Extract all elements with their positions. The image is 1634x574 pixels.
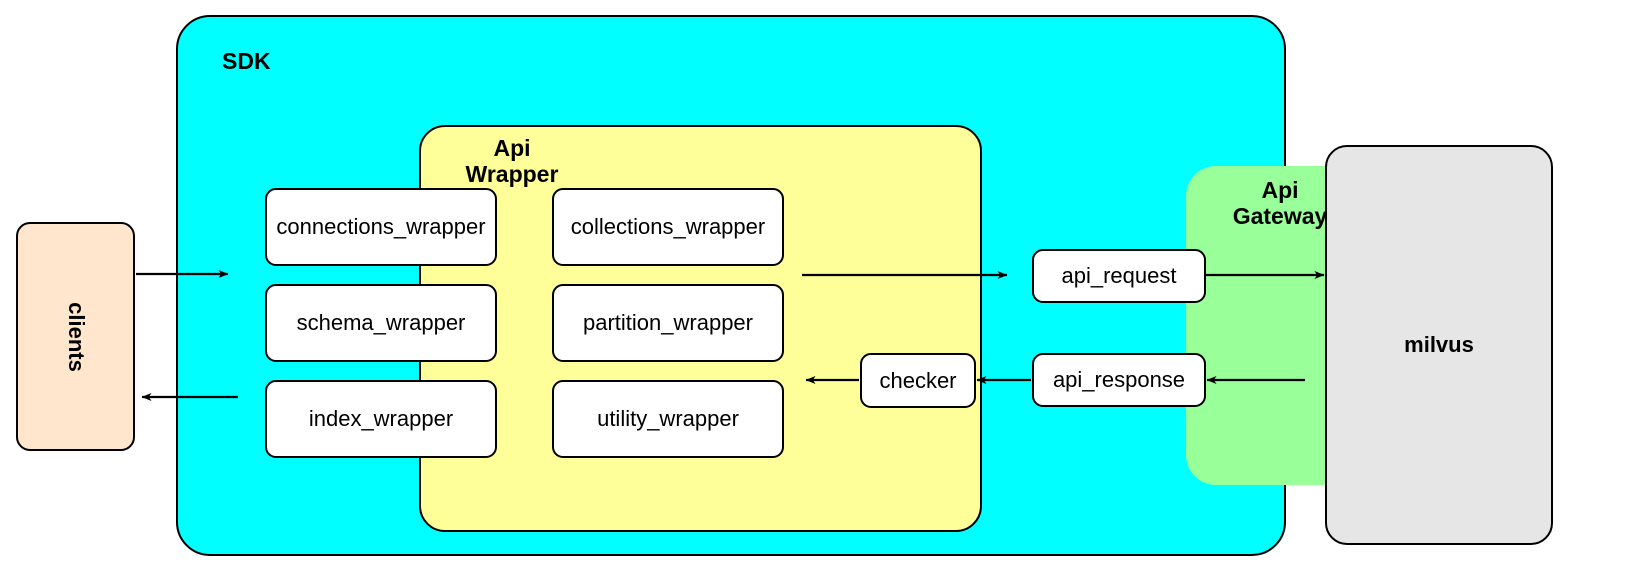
node-api-response[interactable]: api_response <box>1032 353 1206 407</box>
node-schema-wrapper[interactable]: schema_wrapper <box>265 284 497 362</box>
node-checker[interactable]: checker <box>860 353 976 408</box>
sdk-label: SDK <box>222 48 271 74</box>
api-gateway-label: Api Gateway <box>1232 177 1328 229</box>
node-collections-wrapper[interactable]: collections_wrapper <box>552 188 784 266</box>
node-utility-wrapper[interactable]: utility_wrapper <box>552 380 784 458</box>
node-partition-wrapper[interactable]: partition_wrapper <box>552 284 784 362</box>
node-milvus[interactable]: milvus <box>1325 145 1553 545</box>
clients-label: clients <box>63 301 89 372</box>
node-connections-wrapper[interactable]: connections_wrapper <box>265 188 497 266</box>
node-api-request[interactable]: api_request <box>1032 249 1206 303</box>
node-index-wrapper[interactable]: index_wrapper <box>265 380 497 458</box>
node-clients[interactable]: clients <box>16 222 135 451</box>
api-wrapper-label: Api Wrapper <box>465 135 559 187</box>
